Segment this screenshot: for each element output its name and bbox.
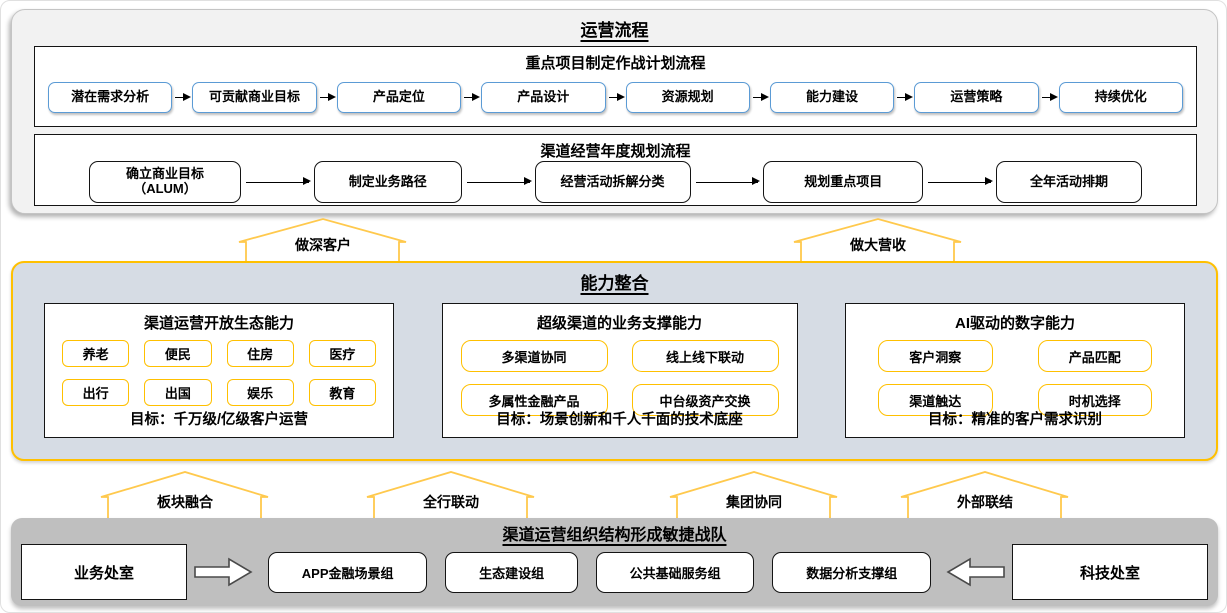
right-arrow-icon: [175, 92, 192, 101]
super-channel-capability-card: 超级渠道的业务支撑能力 多渠道协同 线上线下联动 多属性金融产品 中台级资产交换…: [441, 303, 798, 438]
capability-item: 多属性金融产品: [460, 384, 608, 416]
house-shape-sector-fusion: 板块融合: [100, 470, 270, 518]
flow1-step: 持续优化: [1058, 82, 1183, 113]
card-goal: 目标：精准的客户需求识别: [928, 412, 1102, 428]
capability-item: 医疗: [308, 340, 376, 367]
operations-process-section: 运营流程 重点项目制定作战计划流程 潜在需求分析 可贡献商业目标 产品定位 产品…: [11, 9, 1218, 214]
open-eco-capability-card: 渠道运营开放生态能力 养老 便民 住房 医疗 出行 出国 娱乐 教育 目标：千万…: [44, 303, 394, 438]
business-office-box: 业务处室: [21, 544, 187, 600]
house-shape-grow-revenue: 做大营收: [793, 217, 963, 261]
right-arrow-icon: [695, 177, 760, 185]
block-arrow-right-icon: [194, 557, 253, 587]
annual-plan-flow-row: 确立商业目标 （ALUM） 制定业务路径 经营活动拆解分类 规划重点项目 全年活…: [35, 161, 1196, 203]
right-arrow-icon: [319, 92, 336, 101]
bottom-bridge-row: 板块融合 全行联动 集团协同 外部联结: [1, 461, 1226, 518]
org-group: APP金融场景组: [268, 551, 428, 593]
bridge-label: 集团协同: [726, 494, 782, 510]
org-group: 生态建设组: [445, 551, 578, 593]
tech-office-box: 科技处室: [1012, 544, 1209, 600]
card-goal: 目标：千万级/亿级客户运营: [129, 412, 309, 428]
capability-item: 时机选择: [1037, 384, 1152, 416]
battle-plan-flow-title: 重点项目制定作战计划流程: [525, 55, 706, 72]
house-shape-bankwide-linkage: 全行联动: [366, 470, 536, 518]
flow1-step: 潜在需求分析: [48, 82, 173, 113]
right-arrow-icon: [1041, 92, 1058, 101]
card-items: 养老 便民 住房 医疗 出行 出国 娱乐 教育: [62, 340, 376, 406]
right-arrow-icon: [466, 177, 532, 185]
flow2-step: 制定业务路径: [313, 161, 462, 203]
operations-process-title: 运营流程: [580, 21, 649, 40]
house-icon: [669, 471, 838, 518]
right-arrow-icon: [752, 92, 769, 101]
annual-plan-flow-box: 渠道经营年度规划流程 确立商业目标 （ALUM） 制定业务路径 经营活动拆解分类…: [34, 134, 1197, 206]
right-arrow-icon: [464, 92, 481, 101]
capability-cards-row: 渠道运营开放生态能力 养老 便民 住房 医疗 出行 出国 娱乐 教育 目标：千万…: [13, 303, 1216, 438]
capability-item: 多渠道协同: [460, 340, 608, 372]
bridge-label: 板块融合: [157, 494, 213, 510]
capability-item: 娱乐: [226, 379, 294, 406]
capability-item: 出行: [62, 379, 130, 406]
battle-plan-flow-row: 潜在需求分析 可贡献商业目标 产品定位 产品设计 资源规划 能力建设 运营策略 …: [35, 82, 1196, 113]
capability-item: 中台级资产交换: [631, 384, 779, 416]
bridge-label: 做深客户: [295, 237, 351, 253]
house-shape-external-connection: 外部联结: [900, 470, 1070, 518]
flow2-step: 规划重点项目: [763, 161, 924, 203]
org-group: 数据分析支撑组: [772, 551, 932, 593]
flow1-step: 产品定位: [336, 82, 462, 113]
annual-plan-flow-title: 渠道经营年度规划流程: [540, 143, 691, 160]
block-arrow-left-icon: [946, 557, 1005, 587]
flow1-step: 运营策略: [914, 82, 1039, 113]
org-structure-section: 渠道运营组织结构形成敏捷战队 业务处室 APP金融场景组 生态建设组 公共基础服…: [11, 518, 1218, 606]
flow2-step: 确立商业目标 （ALUM）: [89, 161, 241, 203]
org-structure-title: 渠道运营组织结构形成敏捷战队: [502, 527, 727, 544]
org-row: 业务处室 APP金融场景组 生态建设组 公共基础服务组 数据分析支撑组 科技处室: [11, 544, 1218, 600]
card-title: AI驱动的数字能力: [954, 315, 1075, 332]
flow1-step: 可贡献商业目标: [192, 82, 317, 113]
capability-item: 出国: [144, 379, 212, 406]
house-icon: [100, 471, 269, 518]
card-title: 渠道运营开放生态能力: [143, 315, 294, 332]
house-icon: [793, 218, 962, 261]
house-icon: [366, 471, 535, 518]
capability-integration-section: 能力整合 渠道运营开放生态能力 养老 便民 住房 医疗 出行 出国 娱乐 教育 …: [11, 261, 1218, 461]
right-arrow-icon: [897, 92, 914, 101]
card-items: 多渠道协同 线上线下联动 多属性金融产品 中台级资产交换: [460, 340, 779, 416]
house-shape-group-synergy: 集团协同: [669, 470, 839, 518]
capability-item: 客户洞察: [878, 340, 993, 372]
capability-item: 渠道触达: [878, 384, 993, 416]
capability-item: 产品匹配: [1037, 340, 1152, 372]
bridge-label: 做大营收: [850, 237, 906, 253]
right-arrow-icon: [246, 177, 311, 185]
battle-plan-flow-box: 重点项目制定作战计划流程 潜在需求分析 可贡献商业目标 产品定位 产品设计 资源…: [34, 46, 1197, 127]
flow1-step: 产品设计: [481, 82, 606, 113]
card-goal: 目标：场景创新和千人千面的技术底座: [496, 412, 743, 428]
capability-integration-title: 能力整合: [580, 274, 649, 293]
house-icon: [238, 218, 407, 261]
ai-digital-capability-card: AI驱动的数字能力 客户洞察 产品匹配 渠道触达 时机选择 目标：精准的客户需求…: [845, 303, 1185, 438]
bridge-label: 全行联动: [423, 494, 479, 510]
top-bridge-row: 做深客户 做大营收: [1, 212, 1226, 261]
flow1-step: 能力建设: [769, 82, 895, 113]
house-shape-deepen-customers: 做深客户: [238, 217, 408, 261]
flow2-step: 全年活动排期: [996, 161, 1142, 203]
card-title: 超级渠道的业务支撑能力: [536, 315, 702, 332]
right-arrow-icon: [608, 92, 625, 101]
right-arrow-icon: [928, 177, 993, 185]
bridge-label: 外部联结: [957, 494, 1013, 510]
flow2-step: 经营活动拆解分类: [534, 161, 691, 203]
house-icon: [900, 471, 1069, 518]
card-items: 客户洞察 产品匹配 渠道触达 时机选择: [878, 340, 1152, 416]
org-group: 公共基础服务组: [595, 551, 755, 593]
capability-item: 养老: [62, 340, 130, 367]
capability-item: 教育: [308, 379, 376, 406]
capability-item: 便民: [144, 340, 212, 367]
capability-item: 住房: [226, 340, 294, 367]
capability-item: 线上线下联动: [631, 340, 779, 372]
flow1-step: 资源规划: [625, 82, 750, 113]
